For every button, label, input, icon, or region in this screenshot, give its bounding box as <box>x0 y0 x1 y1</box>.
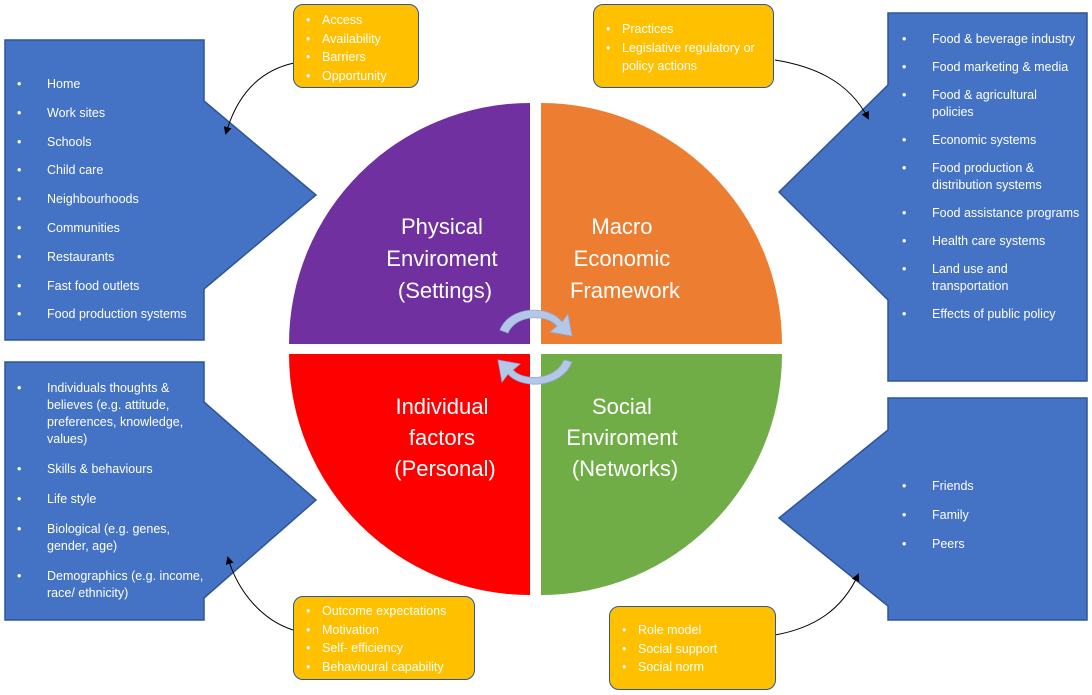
callout-item: Social norm <box>620 658 769 677</box>
physical-label-line: Physical <box>401 214 483 239</box>
physical-setting-item: Restaurants <box>17 243 207 272</box>
physical-setting-item: Schools <box>17 128 207 157</box>
macro-factor-item: Land use and transportation <box>902 261 1082 295</box>
social-environment-quadrant <box>541 354 782 595</box>
callout-item: Barriers <box>304 48 412 67</box>
callout-item: Opportunity <box>304 67 412 86</box>
callout-item: Role model <box>620 621 769 640</box>
macro-callout-connector <box>774 59 869 120</box>
individual-factor-item: Biological (e.g. genes, gender, age) <box>17 521 212 555</box>
individual-factors-list: Individuals thoughts & believes (e.g. at… <box>17 380 212 602</box>
callout-item: Practices <box>604 20 767 39</box>
macro-callout: PracticesLegislative regulatory or polic… <box>593 4 774 88</box>
callout-item: Self- efficiency <box>304 639 468 658</box>
physical-label-line: (Settings) <box>398 278 492 303</box>
individual-label-line: factors <box>409 425 475 450</box>
physical-callout: AccessAvailabilityBarriersOpportunity <box>293 4 419 88</box>
macro-factor-item: Food marketing & media <box>902 59 1082 76</box>
individual-label-line: Individual <box>395 394 488 419</box>
callout-item: Behavioural capability <box>304 658 468 677</box>
individual-factor-item: Demographics (e.g. income, race/ ethnici… <box>17 568 212 602</box>
cycle-arrow-bottom-icon <box>497 359 573 385</box>
individual-factor-item: Skills & behaviours <box>17 461 212 478</box>
physical-label-line: Enviroment <box>386 246 497 271</box>
physical-callout-connector <box>223 62 295 135</box>
individual-factors-quadrant <box>289 354 530 595</box>
individual-label-line: (Personal) <box>394 456 495 481</box>
physical-setting-item: Communities <box>17 214 207 243</box>
macro-economic-label: Macro Economic Framework <box>570 214 681 303</box>
social-label-line: Social <box>592 394 652 419</box>
individual-factor-item: Life style <box>17 491 212 508</box>
social-label-line: (Networks) <box>572 456 678 481</box>
individual-factors-label: Individual factors (Personal) <box>394 394 495 481</box>
callout-item: Legislative regulatory or policy actions <box>604 39 767 76</box>
social-environment-label: Social Enviroment (Networks) <box>566 394 683 481</box>
physical-setting-item: Work sites <box>17 99 207 128</box>
cycle-arrow-top-icon <box>499 309 573 337</box>
macro-factor-item: Food & agricultural policies <box>902 87 1082 121</box>
macro-label-line: Framework <box>570 278 681 303</box>
macro-factor-item: Food production & distribution systems <box>902 160 1082 194</box>
callout-item: Access <box>304 11 412 30</box>
callout-item: Availability <box>304 30 412 49</box>
macro-factor-item: Effects of public policy <box>902 306 1082 323</box>
physical-setting-item: Food production systems <box>17 300 207 329</box>
individual-factor-item: Individuals thoughts & believes (e.g. at… <box>17 380 212 448</box>
physical-setting-item: Child care <box>17 156 207 185</box>
macro-factor-item: Food assistance programs <box>902 205 1082 222</box>
callout-item: Social support <box>620 640 769 659</box>
physical-setting-item: Fast food outlets <box>17 272 207 301</box>
macro-factor-item: Health care systems <box>902 233 1082 250</box>
physical-setting-item: Neighbourhoods <box>17 185 207 214</box>
macro-factor-item: Economic systems <box>902 132 1082 149</box>
social-factor-item: Family <box>902 501 1082 530</box>
physical-setting-item: Home <box>17 70 207 99</box>
social-factors-list: FriendsFamilyPeers <box>902 472 1082 559</box>
social-label-line: Enviroment <box>566 425 677 450</box>
individual-callout-connector <box>225 556 294 631</box>
macro-label-line: Macro <box>591 214 652 239</box>
macro-factors-list: Food & beverage industryFood marketing &… <box>902 31 1082 323</box>
individual-callout: Outcome expectationsMotivationSelf- effi… <box>293 596 475 680</box>
callout-item: Motivation <box>304 621 468 640</box>
callout-item: Outcome expectations <box>304 602 468 621</box>
social-callout-connector <box>774 573 860 636</box>
physical-environment-label: Physical Enviroment (Settings) <box>386 214 503 303</box>
physical-environment-quadrant <box>289 103 530 344</box>
social-factor-item: Friends <box>902 472 1082 501</box>
macro-label-line: Economic <box>574 246 671 271</box>
social-callout: Role modelSocial supportSocial norm <box>609 606 776 690</box>
physical-settings-list: HomeWork sitesSchoolsChild careNeighbour… <box>17 70 207 329</box>
social-factor-item: Peers <box>902 530 1082 559</box>
macro-factor-item: Food & beverage industry <box>902 31 1082 48</box>
macro-economic-quadrant <box>541 103 782 344</box>
